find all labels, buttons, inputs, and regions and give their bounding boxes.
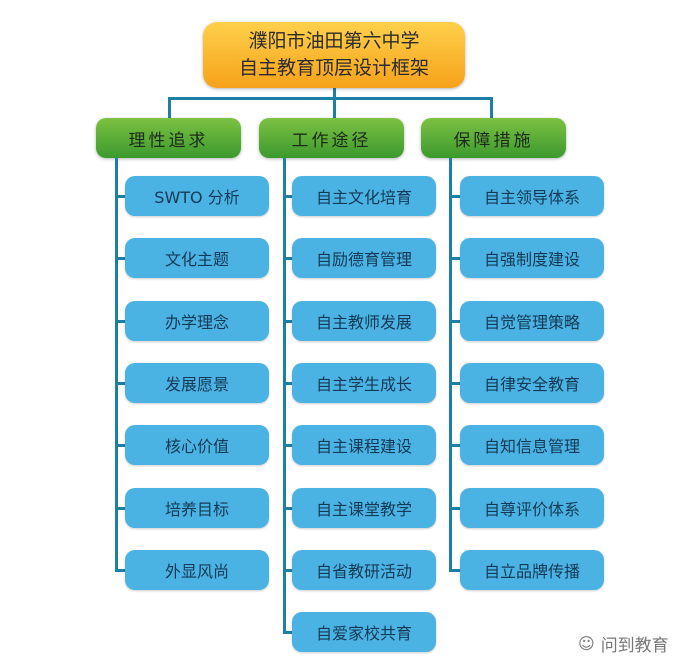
- item-box: 自立品牌传播: [460, 550, 604, 590]
- item-box: 发展愿景: [125, 363, 269, 403]
- connector: [115, 444, 125, 447]
- item-box: 培养目标: [125, 488, 269, 528]
- item-box: 自励德育管理: [292, 238, 436, 278]
- item-box: 自主教师发展: [292, 301, 436, 341]
- diagram-title: 濮阳市油田第六中学 自主教育顶层设计框架: [203, 22, 465, 88]
- connector: [283, 195, 292, 198]
- connector: [283, 631, 292, 634]
- item-box: 自省教研活动: [292, 550, 436, 590]
- column-header: 理性追求: [96, 118, 241, 158]
- connector: [168, 97, 171, 118]
- connector: [283, 158, 286, 634]
- item-box: 自觉管理策略: [460, 301, 604, 341]
- connector: [115, 382, 125, 385]
- connector: [115, 195, 125, 198]
- connector: [283, 382, 292, 385]
- connector: [449, 444, 460, 447]
- connector: [449, 158, 452, 572]
- item-box: 自尊评价体系: [460, 488, 604, 528]
- item-box: 自主学生成长: [292, 363, 436, 403]
- item-box: 自律安全教育: [460, 363, 604, 403]
- column-header: 工作途径: [259, 118, 404, 158]
- connector: [115, 257, 125, 260]
- connector: [449, 320, 460, 323]
- watermark: ☺ 问到教育: [578, 631, 669, 656]
- connector: [449, 569, 460, 572]
- item-box: 自知信息管理: [460, 425, 604, 465]
- item-box: 核心价值: [125, 425, 269, 465]
- item-box: 自主课堂教学: [292, 488, 436, 528]
- connector: [168, 97, 493, 100]
- title-line-2: 自主教育顶层设计框架: [238, 57, 429, 79]
- connector: [283, 320, 292, 323]
- connector: [449, 382, 460, 385]
- wechat-icon: ☺: [578, 634, 595, 653]
- item-box: 外显风尚: [125, 550, 269, 590]
- item-box: 办学理念: [125, 301, 269, 341]
- item-box: 自爱家校共育: [292, 612, 436, 652]
- connector: [490, 97, 493, 118]
- connector: [333, 97, 336, 118]
- item-box: 自主课程建设: [292, 425, 436, 465]
- item-box: 自主领导体系: [460, 176, 604, 216]
- title-line-1: 濮阳市油田第六中学: [248, 30, 420, 52]
- column-header: 保障措施: [421, 118, 566, 158]
- connector: [283, 444, 292, 447]
- connector: [333, 88, 336, 99]
- item-box: 自主文化培育: [292, 176, 436, 216]
- connector: [449, 195, 460, 198]
- connector: [115, 507, 125, 510]
- item-box: SWTO 分析: [125, 176, 269, 216]
- watermark-text: 问到教育: [600, 636, 669, 656]
- connector: [115, 320, 125, 323]
- item-box: 文化主题: [125, 238, 269, 278]
- connector: [283, 569, 292, 572]
- connector: [283, 257, 292, 260]
- connector: [115, 569, 125, 572]
- connector: [449, 257, 460, 260]
- connector: [283, 507, 292, 510]
- connector: [449, 507, 460, 510]
- item-box: 自强制度建设: [460, 238, 604, 278]
- connector: [115, 158, 118, 572]
